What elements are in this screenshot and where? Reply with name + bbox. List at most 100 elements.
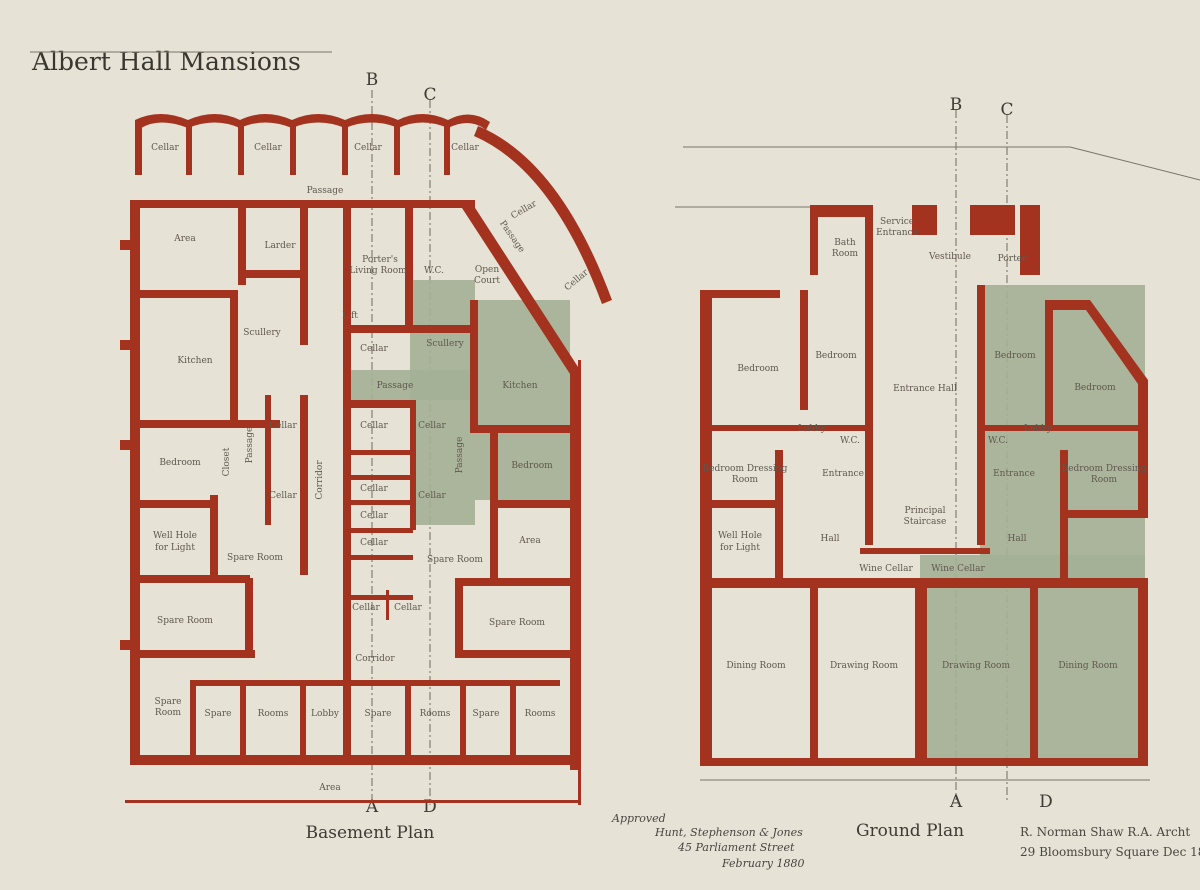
architect-name: R. Norman Shaw R.A. Archt xyxy=(1020,825,1190,839)
ground-plan-caption: Ground Plan xyxy=(856,821,964,841)
room-label: Bedroom xyxy=(994,351,1036,361)
room-label: Hall xyxy=(821,534,840,544)
room-label: Cellar xyxy=(418,421,446,431)
room-label: Drawing Room xyxy=(942,661,1010,671)
approval-line: February 1880 xyxy=(721,857,804,870)
room-label: Drawing Room xyxy=(830,661,898,671)
room-label: Court xyxy=(474,276,500,286)
approval-line: 45 Parliament Street xyxy=(677,841,795,854)
room-label: Spare xyxy=(205,709,232,719)
room-label: Cellar xyxy=(352,603,380,613)
approval-line: Hunt, Stephenson & Jones xyxy=(654,826,803,839)
room-label: Cellar xyxy=(254,143,282,153)
room-label: Open xyxy=(475,265,499,275)
room-label: Spare Room xyxy=(227,553,283,563)
room-label: Kitchen xyxy=(502,381,537,391)
room-label: Spare xyxy=(365,709,392,719)
room-label: Passage xyxy=(307,186,344,196)
room-label: Rooms xyxy=(525,709,556,719)
room-label: Cellar xyxy=(451,143,479,153)
section-marker-c: C xyxy=(423,85,436,105)
room-label: Kitchen xyxy=(177,356,212,366)
room-label: Cellar xyxy=(360,484,388,494)
room-label: Hall xyxy=(1008,534,1027,544)
room-label: Bedroom xyxy=(815,351,857,361)
room-label: Wine Cellar xyxy=(859,564,913,574)
room-label: Well Hole xyxy=(153,531,197,541)
room-label: Living Room xyxy=(349,266,407,276)
room-label: Spare xyxy=(473,709,500,719)
room-label: Area xyxy=(318,783,341,793)
room-label: Porter's xyxy=(362,255,398,265)
room-label: Area xyxy=(518,536,541,546)
room-label: Entrance xyxy=(993,469,1035,479)
basement-plan-caption: Basement Plan xyxy=(306,823,435,843)
room-label: Lift xyxy=(342,311,358,321)
room-label: W.C. xyxy=(988,436,1008,446)
architect-signature: R. Norman Shaw R.A. Archt 29 Bloomsbury … xyxy=(1020,825,1200,859)
room-label: Bath xyxy=(834,238,856,248)
room-label: Spare xyxy=(155,697,182,707)
room-label: Closet xyxy=(222,447,232,476)
room-label: Rooms xyxy=(258,709,289,719)
room-label: Cellar xyxy=(394,603,422,613)
room-label: Dining Room xyxy=(1058,661,1118,671)
room-label: Cellar xyxy=(360,344,388,354)
room-label: Larder xyxy=(264,241,296,251)
room-label: Room xyxy=(155,708,182,718)
room-label: Well Hole xyxy=(718,531,762,541)
room-label: Bedroom Dressing xyxy=(703,464,788,474)
room-label: Corridor xyxy=(315,460,325,500)
room-label: Spare Room xyxy=(427,555,483,565)
room-label: Cellar xyxy=(360,421,388,431)
room-label: Passage xyxy=(245,427,255,464)
room-label: Corridor xyxy=(355,654,395,664)
room-label: Cellar xyxy=(360,511,388,521)
room-label: Cellar xyxy=(269,421,297,431)
room-label: Cellar xyxy=(151,143,179,153)
room-label: Porter xyxy=(998,254,1027,264)
room-label: Dining Room xyxy=(726,661,786,671)
room-label: Bedroom xyxy=(737,364,779,374)
section-marker-b2: B xyxy=(950,95,963,115)
section-marker-b: B xyxy=(366,70,379,90)
section-marker-a2: A xyxy=(949,792,963,812)
approval-note: Approved Hunt, Stephenson & Jones 45 Par… xyxy=(611,812,804,870)
room-label: Lobby xyxy=(311,709,340,719)
architect-address: 29 Bloomsbury Square Dec 1879 xyxy=(1020,845,1200,859)
room-label: Bedroom Dressing xyxy=(1062,464,1147,474)
room-label: Scullery xyxy=(243,328,281,338)
room-label: Staircase xyxy=(904,517,947,527)
room-label: Spare Room xyxy=(157,616,213,626)
room-label: W.C. xyxy=(840,436,860,446)
room-label: Bedroom xyxy=(159,458,201,468)
basement-plan xyxy=(120,114,612,805)
room-label: Passage xyxy=(377,381,414,391)
room-label: Room xyxy=(732,475,759,485)
room-label: W.C. xyxy=(424,266,444,276)
room-label: Cellar xyxy=(510,199,540,222)
section-marker-d2: D xyxy=(1039,792,1053,812)
room-label: for Light xyxy=(720,543,760,553)
room-label: Cellar xyxy=(354,143,382,153)
room-label: Room xyxy=(832,249,859,259)
room-label: Entrance Hall xyxy=(893,384,957,394)
room-label: Cellar xyxy=(360,538,388,548)
room-label: Cellar xyxy=(563,267,591,293)
room-label: Principal xyxy=(905,506,946,516)
room-label: Bedroom xyxy=(511,461,553,471)
room-label: Wine Cellar xyxy=(931,564,985,574)
room-label: Rooms xyxy=(420,709,451,719)
room-label: Entrance xyxy=(822,469,864,479)
room-label: Area xyxy=(173,234,196,244)
section-marker-c2: C xyxy=(1000,100,1013,120)
ground-room-labels: Bath Room Service Entrance Vestibule Por… xyxy=(703,217,1147,841)
drawing-title: Albert Hall Mansions xyxy=(31,47,301,76)
room-label: Lobby xyxy=(1024,424,1053,434)
room-label: Entrance xyxy=(876,228,918,238)
ground-plan xyxy=(675,146,1200,781)
room-label: Cellar xyxy=(269,491,297,501)
room-label: for Light xyxy=(155,543,195,553)
room-label: Vestibule xyxy=(928,252,971,262)
